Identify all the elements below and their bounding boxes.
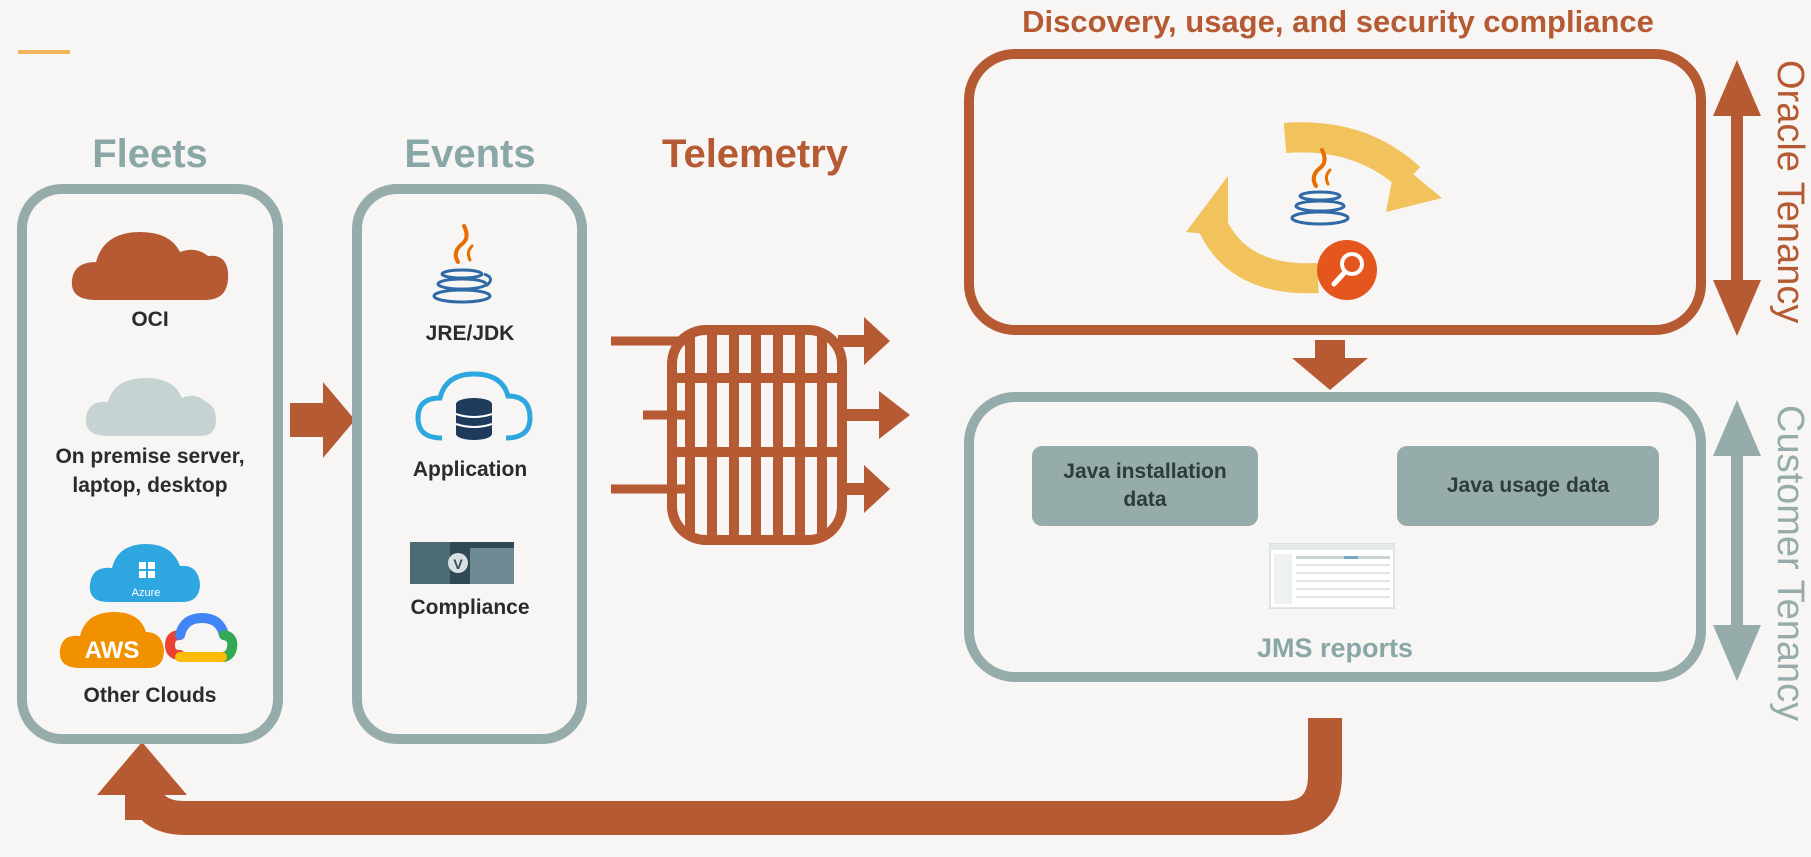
feedback-loop-arrow bbox=[97, 718, 1342, 835]
events-title: Events bbox=[404, 132, 536, 176]
telemetry-title: Telemetry bbox=[661, 132, 848, 176]
oracle-box bbox=[964, 49, 1706, 335]
google-cloud-icon bbox=[164, 612, 238, 662]
customer-box bbox=[964, 392, 1706, 682]
fleets-box bbox=[17, 184, 283, 744]
fleets-oci-label: OCI bbox=[131, 308, 169, 331]
events-jre-jdk-label: JRE/JDK bbox=[425, 322, 515, 345]
magnifier-icon bbox=[1317, 240, 1377, 300]
fleets-laptop-label: laptop, desktop bbox=[72, 474, 228, 497]
jms-reports-label: JMS reports bbox=[1256, 633, 1414, 663]
telemetry-block bbox=[667, 325, 847, 545]
oracle-tenancy-double-arrow bbox=[1713, 60, 1761, 336]
events-application-label: Application bbox=[412, 458, 528, 481]
on-premise-cloud-icon bbox=[85, 378, 216, 436]
jms-report-thumbnail bbox=[1269, 543, 1395, 609]
java-center-icon bbox=[1290, 148, 1350, 226]
events-box bbox=[352, 184, 587, 744]
azure-cloud-icon bbox=[89, 544, 200, 602]
fleets-other-clouds-label: Other Clouds bbox=[83, 684, 217, 707]
customer-tenancy-label: Customer Tenancy bbox=[1769, 405, 1811, 722]
java-usage-data-pill: Java usage data bbox=[1397, 446, 1659, 526]
oracle-to-customer-arrow bbox=[1292, 340, 1368, 390]
java-installation-data-pill: Java installation data bbox=[1032, 446, 1258, 526]
accent-dash bbox=[18, 50, 70, 54]
customer-tenancy-double-arrow bbox=[1713, 400, 1761, 681]
telemetry-output-arrows bbox=[838, 317, 910, 513]
oci-cloud-icon bbox=[71, 232, 229, 300]
telemetry-input-lines bbox=[611, 336, 690, 494]
compliance-image: V bbox=[410, 542, 514, 584]
cycle-arrows-icon bbox=[1186, 122, 1442, 294]
fleets-to-events-arrow bbox=[290, 382, 355, 458]
pill-line-1: Java installation bbox=[1063, 460, 1227, 483]
java-icon bbox=[432, 224, 492, 304]
oracle-tenancy-label: Oracle Tenancy bbox=[1769, 60, 1811, 324]
fleets-on-premise-label: On premise server, bbox=[55, 445, 245, 468]
svg-text:V: V bbox=[453, 556, 463, 572]
fleets-title: Fleets bbox=[92, 132, 208, 176]
pill-line-2: data bbox=[1123, 488, 1167, 511]
aws-cloud-icon bbox=[59, 612, 165, 668]
events-compliance-label: Compliance bbox=[410, 596, 530, 619]
azure-label: Azure bbox=[132, 587, 161, 599]
application-database-icon bbox=[415, 371, 533, 441]
aws-label: AWS bbox=[85, 637, 140, 664]
top-heading: Discovery, usage, and security complianc… bbox=[1022, 4, 1654, 39]
